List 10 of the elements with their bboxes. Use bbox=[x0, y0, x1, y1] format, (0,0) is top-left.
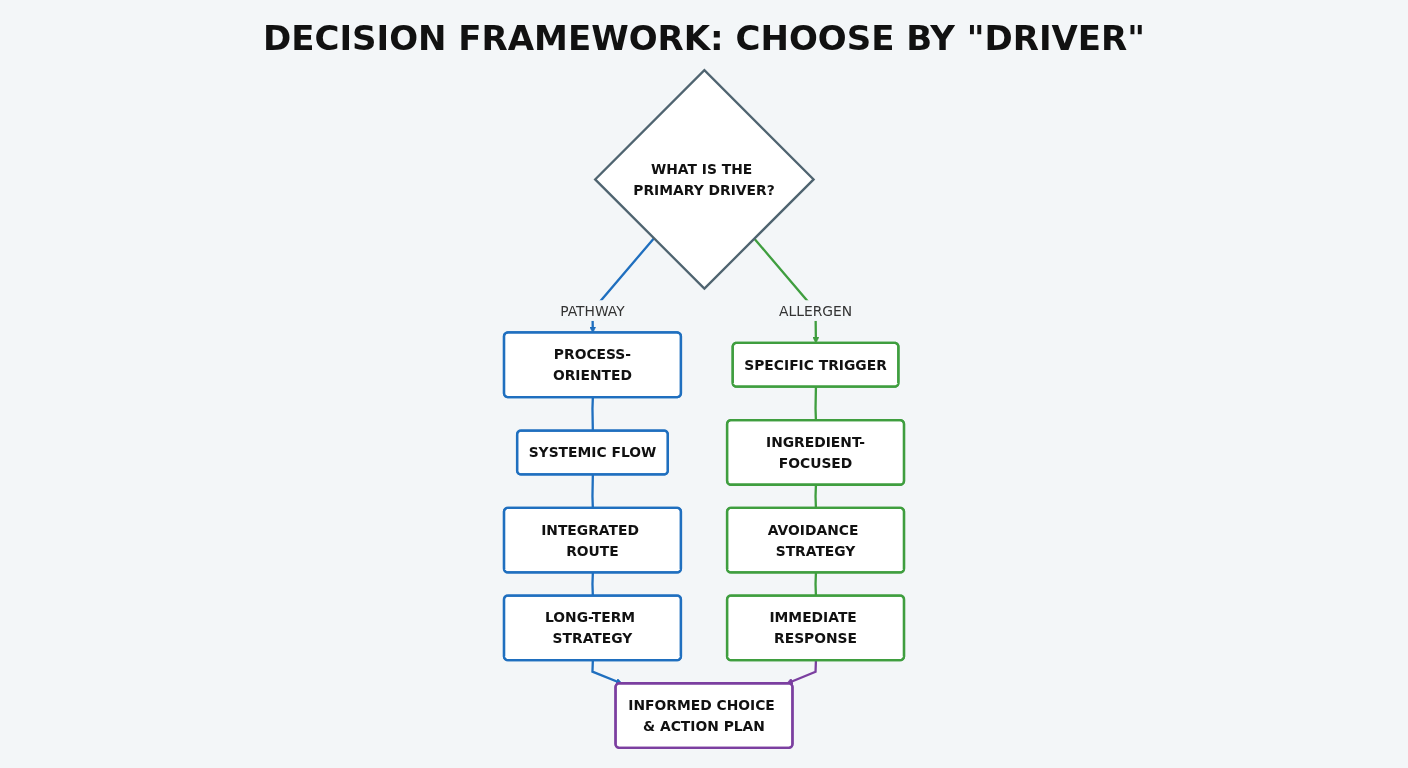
node-diamond: WHAT IS THE PRIMARY DRIVER? bbox=[593, 68, 816, 291]
connector bbox=[814, 572, 818, 596]
edge-label: ALLERGEN bbox=[778, 302, 853, 319]
arrow bbox=[786, 660, 818, 685]
connector bbox=[591, 572, 594, 596]
connector bbox=[591, 397, 594, 431]
edge-label: PATHWAY bbox=[560, 302, 625, 319]
arrow bbox=[591, 660, 623, 685]
connector bbox=[814, 387, 818, 421]
title: DECISION FRAMEWORK: CHOOSE BY "DRIVER" bbox=[262, 17, 1146, 60]
